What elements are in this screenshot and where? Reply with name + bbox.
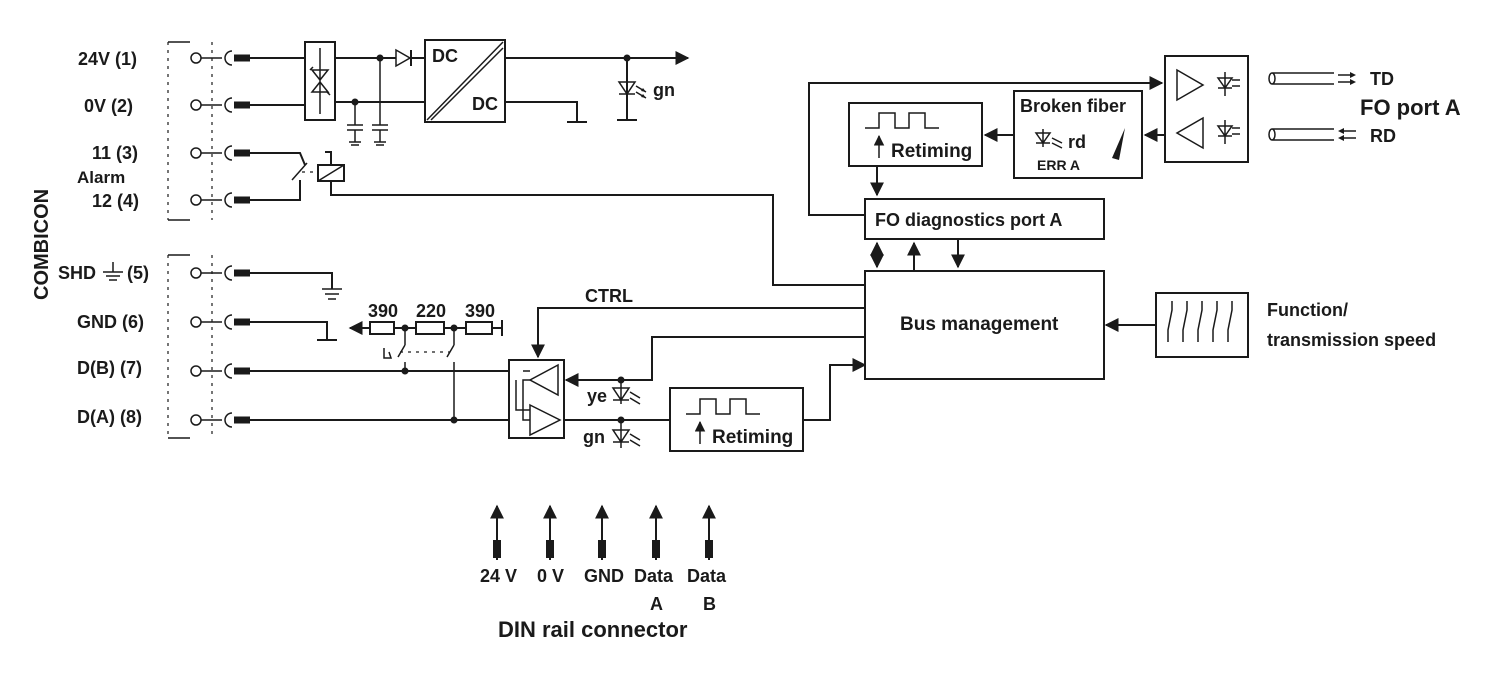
rd-label: RD	[1370, 126, 1396, 146]
broken-fiber-label: Broken fiber	[1020, 96, 1126, 116]
terminal-label-0v: 0V (2)	[84, 96, 133, 116]
broken-fiber-led-icon	[1034, 129, 1063, 149]
terminal-connector-5	[190, 265, 250, 281]
din-pin-5	[702, 504, 716, 560]
shield-ground	[250, 272, 342, 300]
alarm-relay	[250, 151, 865, 286]
terminal-label-24v: 24V (1)	[78, 49, 137, 69]
alarm-label: Alarm	[77, 168, 125, 187]
terminal-label-shd: SHD	[58, 263, 96, 283]
din-pin-sublabel-5: B	[703, 594, 716, 614]
terminal-label-db: D(B) (7)	[77, 358, 142, 378]
terminal-connector-1	[190, 50, 250, 66]
power-output-wiring	[505, 51, 690, 123]
din-pin-label-3: GND	[584, 566, 624, 586]
power-wiring	[250, 41, 425, 146]
fiber-rd-connector	[1268, 128, 1356, 141]
ctrl-line	[531, 307, 865, 359]
fo-diagnostics-block	[864, 198, 1105, 240]
gnd-wire	[250, 321, 337, 341]
broken-fiber-led-label: rd	[1068, 132, 1086, 152]
resistor-label-3: 390	[465, 301, 495, 321]
terminal-block-lower	[167, 254, 213, 439]
receive-line	[564, 336, 865, 387]
combicon-label: COMBICON	[31, 189, 53, 300]
power-led-label: gn	[653, 80, 675, 100]
retiming-upper-label: Retiming	[891, 141, 972, 162]
dc-input-label: DC	[432, 46, 458, 66]
resistor-label-2: 220	[416, 301, 446, 321]
dc-output-label: DC	[472, 94, 498, 114]
bus-management-label: Bus management	[900, 314, 1059, 335]
din-pin-1	[490, 504, 504, 560]
err-a-label: ERR A	[1037, 157, 1080, 173]
diag-bus-arrows	[870, 239, 965, 271]
retiming-lower-label: Retiming	[712, 427, 793, 448]
retiming-lower-waveform	[686, 398, 760, 444]
gn-led-label: gn	[583, 427, 605, 447]
ye-led-icon	[611, 380, 641, 405]
transceiver-internals	[515, 363, 562, 437]
optical-receiver-icon	[1175, 116, 1240, 150]
terminal-label-da: D(A) (8)	[77, 407, 142, 427]
optical-transceiver	[1164, 55, 1249, 163]
terminal-connector-6	[190, 314, 250, 330]
terminal-connector-3	[190, 145, 250, 161]
fo-diagnostics-label: FO diagnostics port A	[875, 210, 1062, 230]
terminal-label-gnd: GND (6)	[77, 312, 144, 332]
signal-level-icon	[1112, 128, 1125, 160]
ctrl-label: CTRL	[585, 286, 633, 306]
terminal-connector-2	[190, 97, 250, 113]
terminal-block-upper	[167, 41, 213, 221]
retiming-to-bus	[803, 358, 867, 421]
rs485-lines	[250, 367, 527, 424]
function-label-1: Function/	[1267, 300, 1348, 320]
din-pin-sublabel-4: A	[650, 594, 663, 614]
din-rail-title: DIN rail connector	[498, 617, 688, 642]
din-pin-label-4: Data	[634, 566, 674, 586]
function-label-2: transmission speed	[1267, 330, 1436, 350]
terminal-label-11: 11 (3)	[92, 143, 138, 163]
td-label: TD	[1370, 69, 1394, 89]
terminal-label-5: (5)	[127, 263, 149, 283]
dc-dc-diagonal	[426, 41, 504, 121]
retiming-upper-waveform	[865, 112, 939, 158]
dip-switch-icon	[1167, 301, 1233, 342]
terminal-label-12: 12 (4)	[92, 191, 139, 211]
din-pin-3	[595, 504, 609, 560]
din-pin-label-5: Data	[687, 566, 727, 586]
din-pin-label-2: 0 V	[537, 566, 564, 586]
terminal-connectors	[190, 50, 250, 428]
din-rail-pins	[490, 504, 716, 560]
fo-port-title: FO port A	[1360, 95, 1461, 120]
ye-led-label: ye	[587, 386, 607, 406]
din-pin-label-1: 24 V	[480, 566, 517, 586]
rs485-transceiver	[508, 359, 565, 439]
bus-management-block	[864, 270, 1105, 380]
din-pin-4	[649, 504, 663, 560]
terminal-connector-8	[190, 412, 250, 428]
power-led-icon	[617, 81, 647, 99]
optical-transmitter-icon	[1176, 68, 1240, 102]
termination-network	[348, 320, 503, 420]
terminal-connector-4	[190, 192, 250, 208]
resistor-label-1: 390	[368, 301, 398, 321]
gn-led-icon	[611, 420, 641, 448]
fiber-td-connector	[1268, 72, 1356, 85]
diag-to-transmitter	[808, 76, 1164, 216]
din-pin-2	[543, 504, 557, 560]
terminal-connector-7	[190, 363, 250, 379]
shd-ground-icon	[103, 262, 123, 281]
